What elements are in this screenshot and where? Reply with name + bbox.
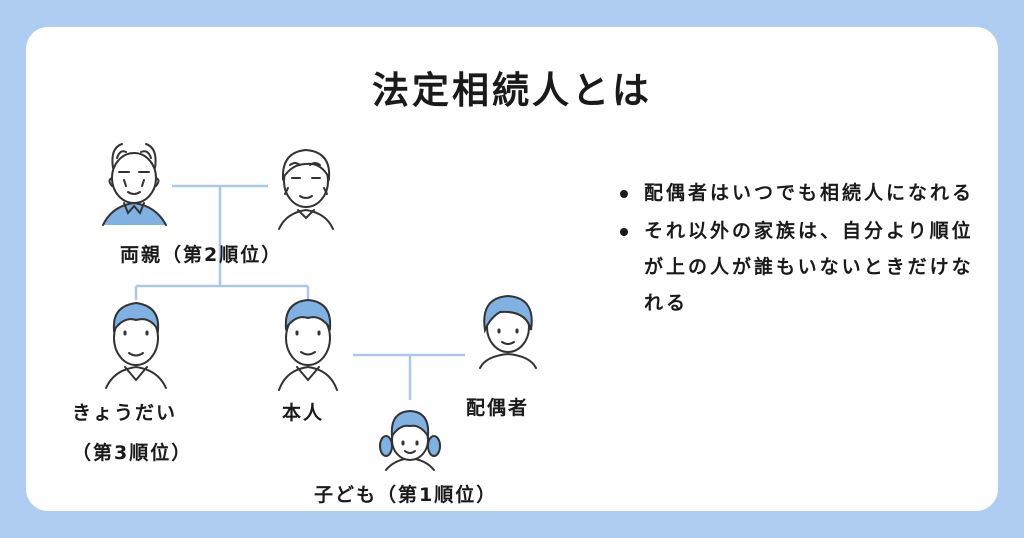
sibling-man-icon xyxy=(105,301,167,389)
label-siblings-rank: （第3順位） xyxy=(72,442,193,464)
label-siblings: きょうだい xyxy=(72,402,178,424)
label-spouse: 配偶者 xyxy=(466,397,530,419)
label-child: 子ども（第1順位） xyxy=(314,484,498,506)
page-title: 法定相続人とは xyxy=(372,69,652,112)
grandmother-icon xyxy=(278,148,334,230)
bullet-list: 配偶者はいつでも相続人になれる それ以外の家族は、自分より順位が上の人が誰もいな… xyxy=(616,175,986,323)
label-parents: 両親（第2順位） xyxy=(120,244,283,266)
grandfather-icon xyxy=(102,143,167,226)
self-man-icon xyxy=(278,298,338,391)
bullet-item: 配偶者はいつでも相続人になれる xyxy=(616,175,986,211)
spouse-woman-icon xyxy=(479,294,537,369)
card xyxy=(26,27,998,511)
label-self: 本人 xyxy=(282,402,325,424)
child-girl-icon xyxy=(379,409,441,471)
connector-lines xyxy=(134,184,465,400)
bullet-item: それ以外の家族は、自分より順位が上の人が誰もいないときだけなれる xyxy=(616,213,986,321)
